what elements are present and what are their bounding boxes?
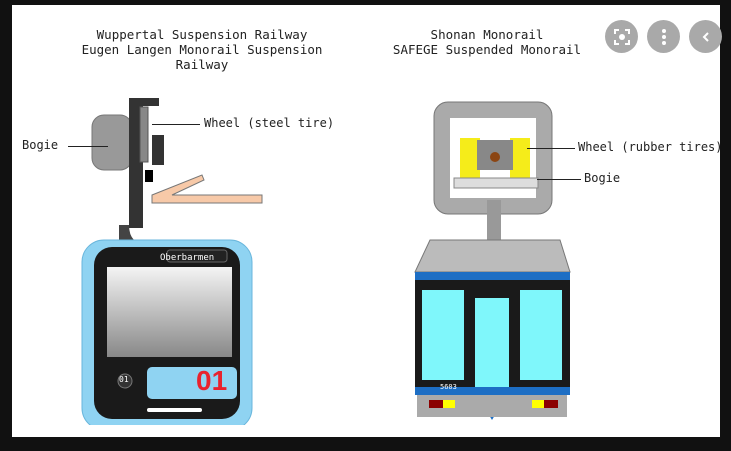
car-number: 01 (196, 365, 228, 396)
lens-icon (613, 28, 630, 45)
label-bogie-left: Bogie (22, 138, 59, 152)
left-title-line1: Wuppertal Suspension Railway (96, 27, 308, 42)
right-title: Shonan Monorail SAFEGE Suspended Monorai… (357, 27, 617, 57)
left-title-line2: Eugen Langen Monorail Suspension Railway (81, 42, 323, 72)
destination-sign: Oberbarmen (160, 253, 215, 263)
leader-line (537, 179, 581, 180)
small-car-number: 01 (119, 375, 129, 384)
more-options-button[interactable] (647, 20, 680, 53)
right-title-line1: Shonan Monorail (430, 27, 544, 42)
label-wheel-right: Wheel (rubber tires) (578, 140, 723, 154)
left-title: Wuppertal Suspension Railway Eugen Lange… (52, 27, 352, 72)
shonan-car-number: 5603 (440, 383, 457, 391)
label-bogie-right: Bogie (584, 171, 621, 185)
leader-line (527, 148, 575, 149)
right-title-line2: SAFEGE Suspended Monorail (392, 42, 582, 57)
leader-line (68, 146, 108, 147)
collapse-button[interactable] (689, 20, 722, 53)
leader-line (152, 124, 200, 125)
lens-search-button[interactable] (605, 20, 638, 53)
label-wheel-left: Wheel (steel tire) (204, 116, 335, 130)
more-vert-icon (661, 28, 666, 45)
shonan-monorail-illustration (414, 101, 571, 420)
image-viewer: Wuppertal Suspension Railway Eugen Lange… (12, 5, 723, 437)
wuppertal-car-illustration (81, 98, 263, 425)
chevron-left-icon (702, 31, 709, 42)
